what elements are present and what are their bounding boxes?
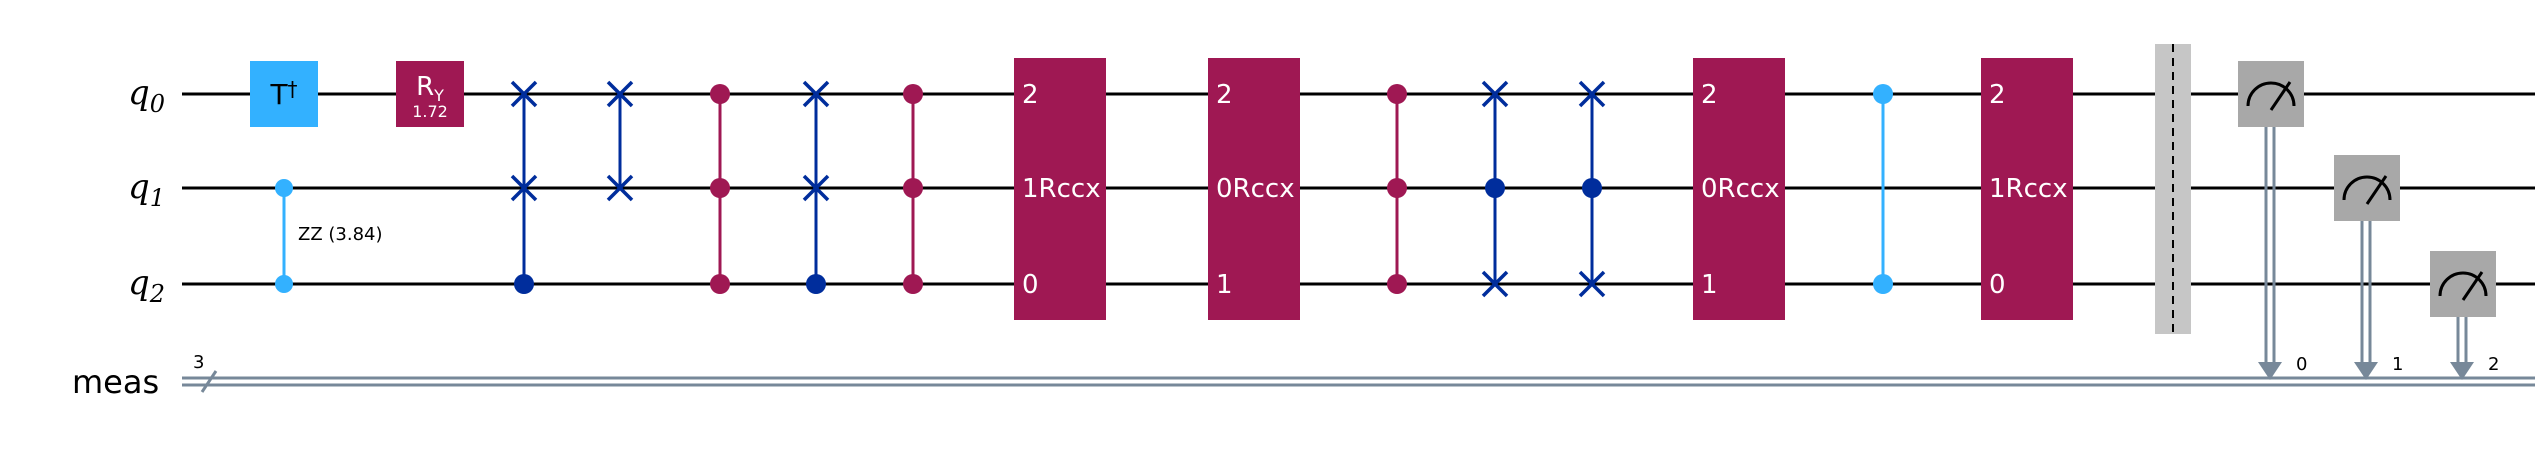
classical-register-label: meas [72, 363, 159, 401]
meter-icon [2246, 81, 2296, 107]
swap-x-icon [606, 80, 634, 202]
barrier [2155, 44, 2191, 334]
rccx-gate-1: 2 1Rccx 0 [1014, 58, 1106, 320]
control-dot [806, 274, 826, 294]
svg-text:0: 0 [1989, 270, 2006, 300]
svg-text:0Rccx: 0Rccx [1216, 174, 1295, 204]
ccz-gate-2 [903, 84, 923, 294]
wire-labels: q0 q1 q2 meas [72, 73, 165, 401]
swap-x-icon [802, 80, 830, 202]
qubit-label-1: q1 [128, 167, 165, 212]
zz-dot-q2 [275, 275, 293, 293]
svg-text:2: 2 [1022, 80, 1039, 110]
svg-text:2: 2 [1701, 80, 1718, 110]
svg-text:1Rccx: 1Rccx [1022, 174, 1101, 204]
meter-icon [2342, 175, 2392, 201]
svg-text:2: 2 [1989, 80, 2006, 110]
measure-q0: 0 [2238, 61, 2307, 380]
cswap-gate-2 [802, 80, 830, 294]
swap-gate-1 [606, 80, 634, 202]
bus-slash [200, 370, 218, 393]
cswap-gate-4 [1578, 80, 1606, 298]
measure-bit-0: 0 [2296, 354, 2307, 375]
register-size-label: 3 [193, 352, 204, 373]
ry-gate: RY 1.72 [396, 61, 464, 127]
qubit-label-2: q2 [128, 263, 165, 308]
zz-gate: ZZ (3.84) [275, 179, 383, 293]
zz-dot-q1 [275, 179, 293, 197]
control-dot [1485, 178, 1505, 198]
meter-icon [2438, 271, 2488, 297]
qubit-label-0: q0 [128, 73, 165, 118]
qubit-wires [182, 92, 2535, 286]
svg-text:1Rccx: 1Rccx [1989, 174, 2068, 204]
svg-text:0Rccx: 0Rccx [1701, 174, 1780, 204]
swap-x-icon [1578, 80, 1606, 298]
control-dot [1582, 178, 1602, 198]
measure-q1: 1 [2334, 155, 2403, 380]
rccx-gate-3: 2 0Rccx 1 [1693, 58, 1785, 320]
measure-bit-1: 1 [2392, 354, 2403, 375]
cswap-gate-1 [510, 80, 538, 294]
measure-q2: 2 [2430, 251, 2499, 380]
control-dot [514, 274, 534, 294]
svg-text:0: 0 [1022, 270, 1039, 300]
rccx-gate-4: 2 1Rccx 0 [1981, 58, 2073, 320]
tdg-gate: T† [250, 61, 318, 127]
ccz-gate-3 [1387, 84, 1407, 294]
zz-label: ZZ (3.84) [298, 224, 383, 245]
cz-gate [1873, 84, 1893, 294]
svg-text:1: 1 [1701, 270, 1718, 300]
svg-text:1.72: 1.72 [412, 102, 448, 121]
cswap-gate-3 [1481, 80, 1509, 298]
svg-text:2: 2 [1216, 80, 1233, 110]
swap-x-icon [510, 80, 538, 202]
measure-bit-2: 2 [2488, 354, 2499, 375]
classical-wire: 3 [182, 352, 2535, 393]
svg-text:RY: RY [416, 72, 444, 105]
rccx-gate-2: 2 0Rccx 1 [1208, 58, 1300, 320]
ccz-gate-1 [710, 84, 730, 294]
swap-x-icon [1481, 80, 1509, 298]
svg-text:1: 1 [1216, 270, 1233, 300]
svg-text:T†: T† [269, 77, 297, 111]
